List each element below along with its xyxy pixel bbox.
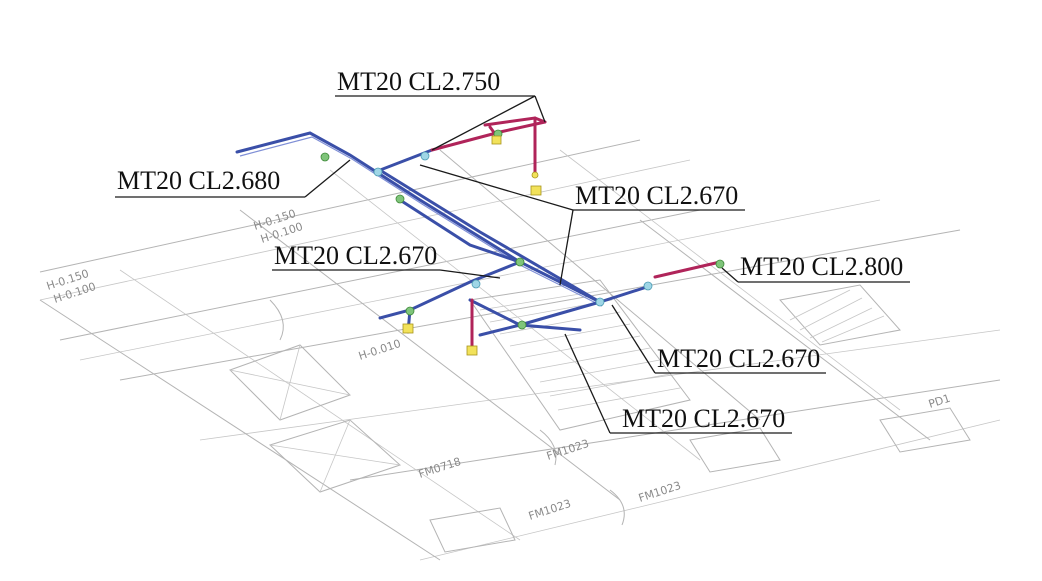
shaft-hatch <box>779 284 901 346</box>
valve-node <box>405 306 415 316</box>
valve-node <box>515 257 525 267</box>
plan-pd-text: PD1 <box>927 392 952 411</box>
valve-node <box>471 279 481 289</box>
stair-hatch <box>469 279 691 431</box>
fixture-icon <box>466 345 478 356</box>
plan-door-text: FM1023 <box>545 437 591 463</box>
fixture-icon <box>491 135 502 145</box>
branch-pipe <box>398 198 522 264</box>
fixture-icon <box>530 185 542 196</box>
pipe-labels: MT20 CL2.750 MT20 CL2.680 MT20 CL2.670 M… <box>117 67 903 433</box>
pipe-network <box>235 116 725 356</box>
fixture-icon <box>531 171 539 179</box>
valve-node <box>373 167 383 177</box>
valve-node <box>517 320 527 330</box>
pipe-label: MT20 CL2.680 <box>117 166 280 195</box>
pipe-label: MT20 CL2.670 <box>622 404 785 433</box>
riser-pipe <box>483 116 547 127</box>
pipe-label: MT20 CL2.750 <box>337 67 500 96</box>
plan-door-text: FM0718 <box>417 455 463 481</box>
riser-pipe <box>430 120 547 152</box>
leader-lines <box>115 95 910 434</box>
valve-node <box>395 194 405 204</box>
pipe-label: MT20 CL2.800 <box>740 252 903 281</box>
branch-pipe <box>381 170 652 304</box>
plan-elevation-text: H-0.010 <box>357 337 403 363</box>
valve-node <box>320 152 330 162</box>
plan-door-text: FM1023 <box>527 497 573 523</box>
valve-node <box>595 297 605 307</box>
main-pipe <box>235 131 602 304</box>
valve-node <box>715 259 725 269</box>
riser-pipe <box>653 260 722 279</box>
branch-pipe <box>378 260 522 320</box>
fixture-icon <box>402 323 414 334</box>
valve-node <box>420 151 430 161</box>
valve-node <box>643 281 653 291</box>
pipe-label: MT20 CL2.670 <box>274 241 437 270</box>
pipe-label: MT20 CL2.670 <box>657 344 820 373</box>
pipe-label: MT20 CL2.670 <box>575 181 738 210</box>
floor-plan-background: H-0.150 H-0.100 H-0.150 H-0.100 H-0.010 … <box>39 139 1001 561</box>
plan-door-text: FM1023 <box>637 479 683 505</box>
